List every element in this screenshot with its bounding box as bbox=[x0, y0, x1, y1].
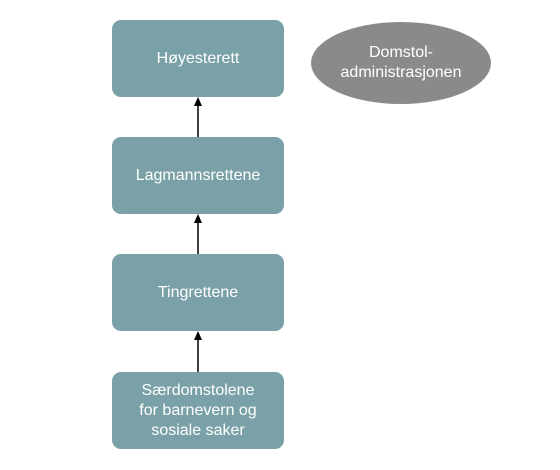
node-lagmannsrettene: Lagmannsrettene bbox=[112, 137, 284, 214]
node-lagmannsrettene-label: Lagmannsrettene bbox=[135, 166, 261, 184]
arrow-lagmann-to-hoyesterett bbox=[194, 97, 202, 137]
arrow-ting-to-lagmann bbox=[194, 214, 202, 254]
arrow-saerdom-to-ting bbox=[194, 331, 202, 372]
node-hoyesterett-label: Høyesterett bbox=[156, 49, 240, 67]
node-saerdomstolene: Særdomstolene for barnevern og sosiale s… bbox=[112, 372, 284, 449]
node-tingrettene-label: Tingrettene bbox=[157, 283, 239, 301]
node-tingrettene: Tingrettene bbox=[112, 254, 284, 331]
node-saerdomstolene-label: Særdomstolene for barnevern og sosiale s… bbox=[139, 381, 257, 439]
node-hoyesterett: Høyesterett bbox=[112, 20, 284, 97]
node-domstoladministrasjonen-label: Domstol- administrasjonen bbox=[340, 44, 462, 81]
node-domstoladministrasjonen: Domstol- administrasjonen bbox=[311, 22, 491, 104]
